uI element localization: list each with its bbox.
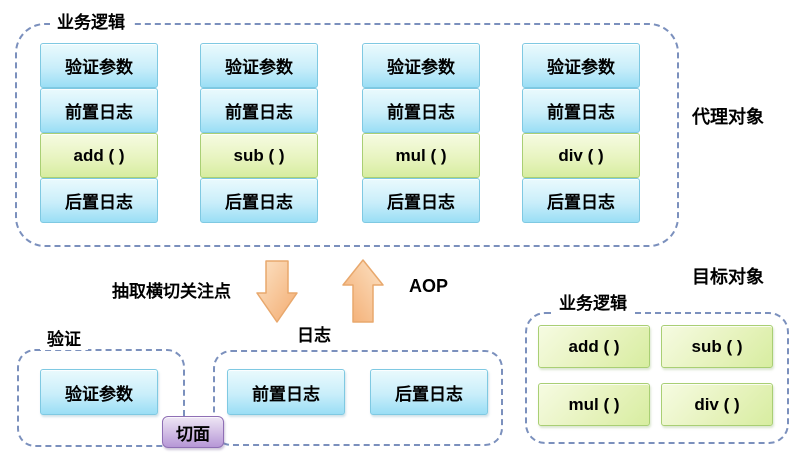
proxy-object-side-label: 代理对象	[692, 107, 764, 127]
post-log-cell: 后置日志	[200, 178, 318, 223]
post-log-cell: 后置日志	[40, 178, 158, 223]
pre-log-cell: 前置日志	[40, 88, 158, 133]
validation-aspect-container	[17, 349, 185, 447]
div-method-cell: div ( )	[522, 133, 640, 178]
validate-params-cell: 验证参数	[40, 369, 158, 415]
proxy-container-label: 业务逻辑	[50, 13, 132, 33]
aspect-badge: 切面	[162, 416, 224, 448]
add-method-cell: add ( )	[40, 133, 158, 178]
target-object-container	[525, 312, 789, 444]
mul-method-cell: mul ( )	[538, 383, 650, 426]
pre-log-box: 前置日志	[227, 369, 345, 415]
up-arrow-icon	[342, 259, 384, 323]
validate-params-cell: 验证参数	[362, 43, 480, 88]
proxy-column-mul: 验证参数 前置日志 mul ( ) 后置日志	[362, 43, 480, 223]
logging-group-label: 日志	[290, 326, 338, 346]
proxy-object-container	[15, 23, 679, 247]
validate-params-cell: 验证参数	[522, 43, 640, 88]
pre-log-cell: 前置日志	[227, 369, 345, 415]
sub-method-cell: sub ( )	[661, 325, 773, 368]
pre-log-cell: 前置日志	[522, 88, 640, 133]
div-method-cell: div ( )	[661, 383, 773, 426]
post-log-box: 后置日志	[370, 369, 488, 415]
down-arrow-icon	[256, 260, 298, 323]
pre-log-cell: 前置日志	[200, 88, 318, 133]
pre-log-cell: 前置日志	[362, 88, 480, 133]
add-method-cell: add ( )	[538, 325, 650, 368]
aop-label: AOP	[409, 276, 449, 296]
proxy-column-div: 验证参数 前置日志 div ( ) 后置日志	[522, 43, 640, 223]
logging-aspect-container	[213, 350, 503, 446]
proxy-column-sub: 验证参数 前置日志 sub ( ) 后置日志	[200, 43, 318, 223]
extract-crosscut-label: 抽取横切关注点	[112, 282, 231, 301]
validate-params-cell: 验证参数	[200, 43, 318, 88]
mul-method-cell: mul ( )	[362, 133, 480, 178]
sub-method-cell: sub ( )	[200, 133, 318, 178]
validation-params-box: 验证参数	[40, 369, 158, 415]
post-log-cell: 后置日志	[370, 369, 488, 415]
post-log-cell: 后置日志	[522, 178, 640, 223]
post-log-cell: 后置日志	[362, 178, 480, 223]
target-container-label: 业务逻辑	[552, 294, 634, 314]
target-object-side-label: 目标对象	[692, 267, 764, 287]
validate-params-cell: 验证参数	[40, 43, 158, 88]
proxy-column-add: 验证参数 前置日志 add ( ) 后置日志	[40, 43, 158, 223]
validation-group-label: 验证	[40, 330, 88, 350]
